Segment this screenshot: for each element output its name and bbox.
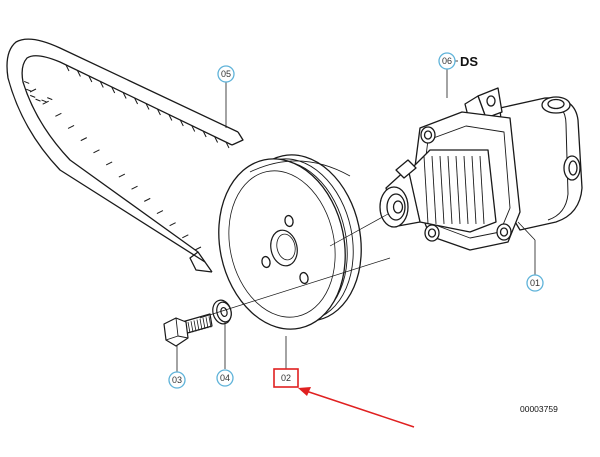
callout-label-02: 02 [281,373,291,383]
callout-label-03: 03 [172,375,182,385]
callout-label-05: 05 [221,69,231,79]
callout-04[interactable]: 04 [216,369,234,387]
callout-label-04: 04 [220,373,230,383]
callout-05[interactable]: 05 [217,65,235,83]
arrowhead-icon [298,387,311,396]
callout-label-06: 06 [442,56,452,66]
diagram-reference-number: 00003759 [520,404,558,414]
power-steering-pump[interactable] [379,87,583,251]
washer[interactable] [210,298,234,326]
callout-02-highlight-box [273,368,299,388]
v-belt[interactable] [6,38,244,273]
callout-02[interactable]: 02 [273,368,299,388]
callout-label-01: 01 [530,278,540,288]
assembly-label: DS [460,54,478,69]
callout-01[interactable]: 01 [526,274,544,292]
callout-06[interactable]: 06 [438,52,456,70]
pulley[interactable] [203,143,376,341]
highlight-arrow [298,387,415,428]
callout-03[interactable]: 03 [168,371,186,389]
bolt[interactable] [163,313,213,347]
